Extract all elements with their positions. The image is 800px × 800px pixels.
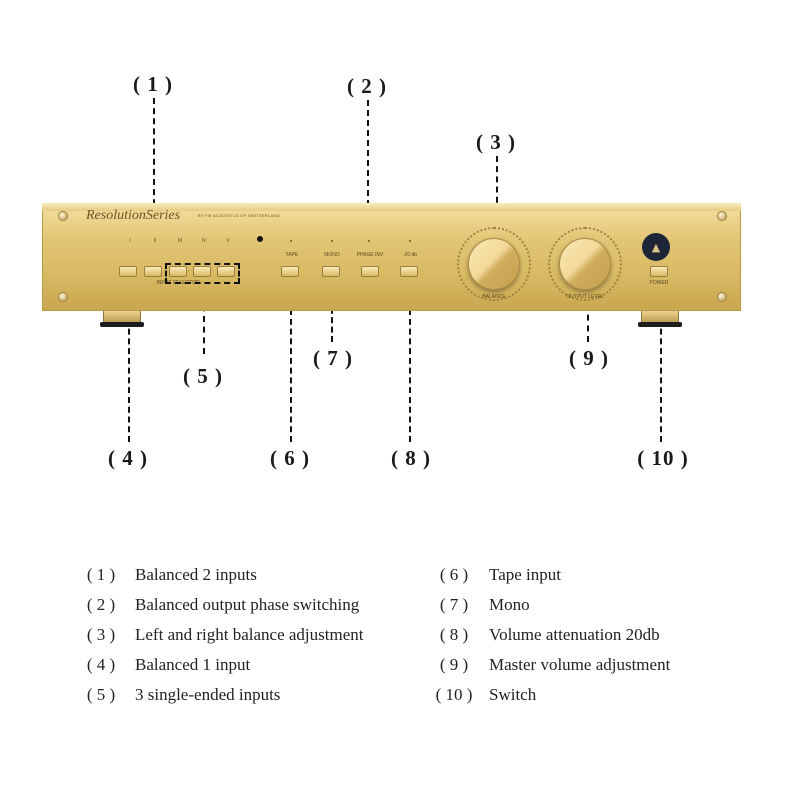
legend-text: Volume attenuation 20db	[489, 625, 660, 644]
screw-icon	[58, 292, 68, 302]
input-3-button[interactable]	[169, 266, 187, 277]
input-5-button[interactable]	[217, 266, 235, 277]
leader-line-8	[409, 270, 411, 442]
indicator-dot	[257, 236, 263, 242]
led-tape	[290, 240, 292, 242]
power-label: POWER	[649, 280, 669, 286]
legend-text: Tape input	[489, 565, 561, 584]
callout-10: ( 10 )	[637, 446, 689, 470]
callout-7: ( 7 )	[313, 346, 353, 370]
leader-line-2	[367, 100, 369, 266]
brand-logo-text: ResolutionSeries	[86, 208, 181, 223]
power-button[interactable]	[650, 266, 668, 277]
legend-number: ( 9 )	[439, 655, 469, 674]
leader-line-5	[203, 284, 205, 354]
panel-top-edge	[42, 203, 741, 211]
single-ended-inputs-highlight	[165, 263, 240, 284]
right-foot-base	[638, 322, 682, 327]
screw-icon	[58, 211, 68, 221]
minus20-label: -20 db	[402, 252, 418, 258]
legend-text: Switch	[489, 685, 537, 704]
legend-number: ( 6 )	[439, 565, 469, 584]
balance-scale	[457, 227, 531, 301]
led-minus20	[409, 240, 411, 242]
triangle-logo-icon: ▲	[642, 233, 670, 261]
leader-line-1	[153, 98, 155, 266]
legend-text: Mono	[489, 595, 530, 614]
legend-text: Balanced 1 input	[135, 655, 251, 674]
screw-icon	[717, 211, 727, 221]
callout-1: ( 1 )	[133, 72, 173, 96]
leader-line-10	[660, 270, 662, 442]
input-label-2: II	[153, 238, 157, 244]
legend-number: ( 1 )	[86, 565, 116, 584]
callout-2: ( 2 )	[347, 74, 387, 98]
input-label-3: III	[177, 238, 183, 244]
output-level-knob[interactable]	[559, 238, 611, 290]
leader-line-4	[128, 270, 130, 442]
callout-9: ( 9 )	[569, 346, 609, 370]
output-level-scale	[548, 227, 622, 301]
legend-number: ( 3 )	[86, 625, 116, 644]
legend-number: ( 8 )	[439, 625, 469, 644]
callout-3: ( 3 )	[476, 130, 516, 154]
input-1-button[interactable]	[119, 266, 137, 277]
tape-label: TAPE	[285, 252, 299, 258]
led-mono	[331, 240, 333, 242]
legend-text: Master volume adjustment	[489, 655, 671, 674]
legend-text: 3 single-ended inputs	[135, 685, 281, 704]
input-label-4: IV	[201, 238, 207, 244]
mono-button[interactable]	[322, 266, 340, 277]
legend-number: ( 4 )	[86, 655, 116, 674]
legend-number: ( 5 )	[86, 685, 116, 704]
legend-number: ( 10 )	[435, 685, 473, 704]
balance-knob[interactable]	[468, 238, 520, 290]
left-foot-base	[100, 322, 144, 327]
legend-text: Balanced 2 inputs	[135, 565, 257, 584]
callout-4: ( 4 )	[108, 446, 148, 470]
input-label-1: I	[129, 238, 131, 244]
brand-subtitle: BY FM ACOUSTICS OF SWITZERLAND	[198, 213, 280, 218]
legend-number: ( 2 )	[86, 595, 116, 614]
output-level-label: OUTPUT LEVEL	[566, 294, 604, 300]
leader-line-6	[290, 270, 292, 442]
input-4-button[interactable]	[193, 266, 211, 277]
input-2-button[interactable]	[144, 266, 162, 277]
callout-8: ( 8 )	[391, 446, 431, 470]
balance-label: BALANCE	[482, 294, 506, 300]
legend-text: Balanced output phase switching	[135, 595, 360, 614]
phase-inv-label: PHASE INV	[356, 252, 384, 258]
legend-number: ( 7 )	[439, 595, 469, 614]
callout-5: ( 5 )	[183, 364, 223, 388]
screw-icon	[717, 292, 727, 302]
callout-6: ( 6 )	[270, 446, 310, 470]
led-phase	[368, 240, 370, 242]
legend-text: Left and right balance adjustment	[135, 625, 364, 644]
input-label-5: V	[226, 238, 230, 244]
phase-inv-button[interactable]	[361, 266, 379, 277]
mono-label: MONO	[324, 252, 340, 258]
minus20-button[interactable]	[400, 266, 418, 277]
tape-button[interactable]	[281, 266, 299, 277]
